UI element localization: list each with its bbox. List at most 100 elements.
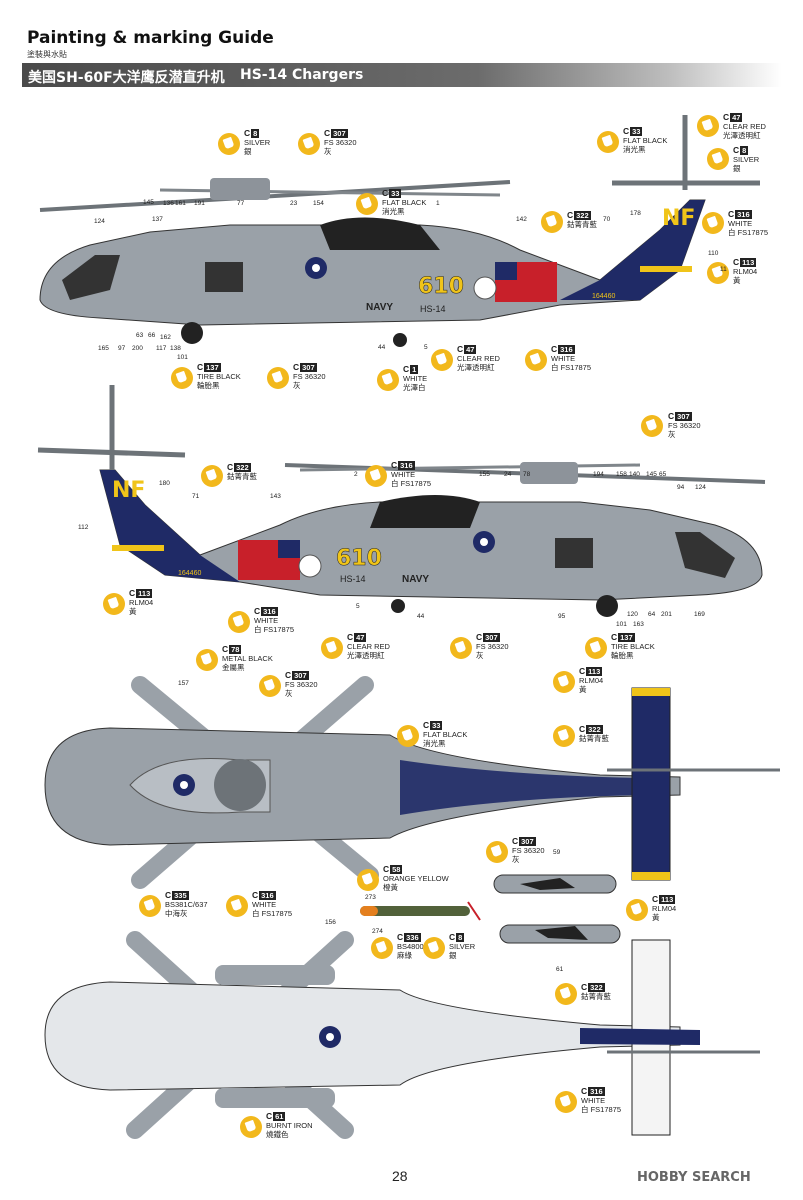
decal-number: 156 bbox=[325, 919, 336, 926]
buno-1: 164460 bbox=[592, 293, 615, 300]
paint-icon bbox=[218, 133, 240, 155]
paint-icon bbox=[626, 899, 648, 921]
banner-cn: 美国SH-60F大洋鹰反潜直升机 bbox=[28, 70, 225, 86]
paint-icon bbox=[555, 983, 577, 1005]
paint-icon bbox=[450, 637, 472, 659]
decal-number: 136 bbox=[163, 200, 174, 207]
paint-icon bbox=[707, 262, 729, 284]
cabin-window bbox=[205, 262, 243, 292]
main-rotor-blade bbox=[39, 180, 511, 212]
decal-number: 165 bbox=[98, 345, 109, 352]
decal-number: 65 bbox=[659, 471, 667, 478]
paint-icon bbox=[697, 115, 719, 137]
paint-icon bbox=[553, 671, 575, 693]
decal-number: 124 bbox=[695, 484, 706, 491]
paint-icon bbox=[228, 611, 250, 633]
paint-icon bbox=[423, 937, 445, 959]
decal-number: 142 bbox=[516, 216, 527, 223]
rotor-hub bbox=[210, 178, 270, 200]
decal-number: 155 bbox=[479, 471, 490, 478]
decal-number: 145 bbox=[143, 199, 154, 206]
decal-number: 120 bbox=[627, 611, 638, 618]
bottom-view bbox=[44, 931, 760, 1139]
paint-icon bbox=[553, 725, 575, 747]
banner-en: HS-14 Chargers bbox=[240, 67, 364, 83]
cockpit-window bbox=[62, 255, 120, 300]
paint-icon bbox=[371, 937, 393, 959]
decal-number: 1 bbox=[436, 200, 440, 207]
paint-icon bbox=[541, 211, 563, 233]
section-banner: 美国SH-60F大洋鹰反潜直升机 HS-14 Chargers bbox=[22, 63, 782, 87]
paint-icon bbox=[171, 367, 193, 389]
paint-icon bbox=[103, 593, 125, 615]
decal-number: 59 bbox=[553, 849, 561, 856]
detail-parts bbox=[360, 874, 621, 944]
paint-icon bbox=[267, 367, 289, 389]
decal-number: 117 bbox=[156, 345, 167, 352]
paint-icon bbox=[597, 131, 619, 153]
decal-number: 77 bbox=[237, 200, 245, 207]
decal-number: 274 bbox=[372, 928, 383, 935]
decal-number: 71 bbox=[192, 493, 200, 500]
decal-number: 162 bbox=[160, 334, 171, 341]
decal-number: 200 bbox=[132, 345, 143, 352]
modex-2: 610 bbox=[336, 546, 382, 571]
squadron-1: HS-14 bbox=[420, 304, 446, 314]
tail-boom-blue bbox=[560, 200, 705, 300]
decal-number: 97 bbox=[118, 345, 126, 352]
decal-number: 66 bbox=[148, 332, 156, 339]
decal-number: 158 bbox=[616, 471, 627, 478]
decal-number: 63 bbox=[136, 332, 144, 339]
decal-number: 137 bbox=[152, 216, 163, 223]
squadron-2: HS-14 bbox=[340, 574, 366, 584]
torpedo bbox=[360, 906, 470, 916]
paint-icon bbox=[555, 1091, 577, 1113]
paint-icon bbox=[641, 415, 663, 437]
paint-icon bbox=[139, 895, 161, 917]
decal-number: 201 bbox=[661, 611, 672, 618]
page-title: Painting & marking Guide bbox=[27, 28, 274, 48]
decal-number: 140 bbox=[629, 471, 640, 478]
decal-number: 70 bbox=[603, 216, 611, 223]
decal-number: 143 bbox=[270, 493, 281, 500]
decal-number: 145 bbox=[646, 471, 657, 478]
decal-number: 157 bbox=[178, 680, 189, 687]
tail-code-1: NF bbox=[662, 206, 695, 231]
decal-number: 5 bbox=[424, 344, 428, 351]
tail-stabilizer-top bbox=[631, 687, 671, 881]
paint-icon bbox=[259, 675, 281, 697]
page-subtitle: 塗裝與水貼 bbox=[27, 50, 67, 59]
decal-number: 101 bbox=[177, 354, 188, 361]
decal-number: 191 bbox=[194, 200, 205, 207]
decal-number: 78 bbox=[523, 471, 531, 478]
side-view-1: NF 610 HS-14 NAVY 164460 bbox=[39, 115, 760, 347]
paint-icon bbox=[702, 212, 724, 234]
